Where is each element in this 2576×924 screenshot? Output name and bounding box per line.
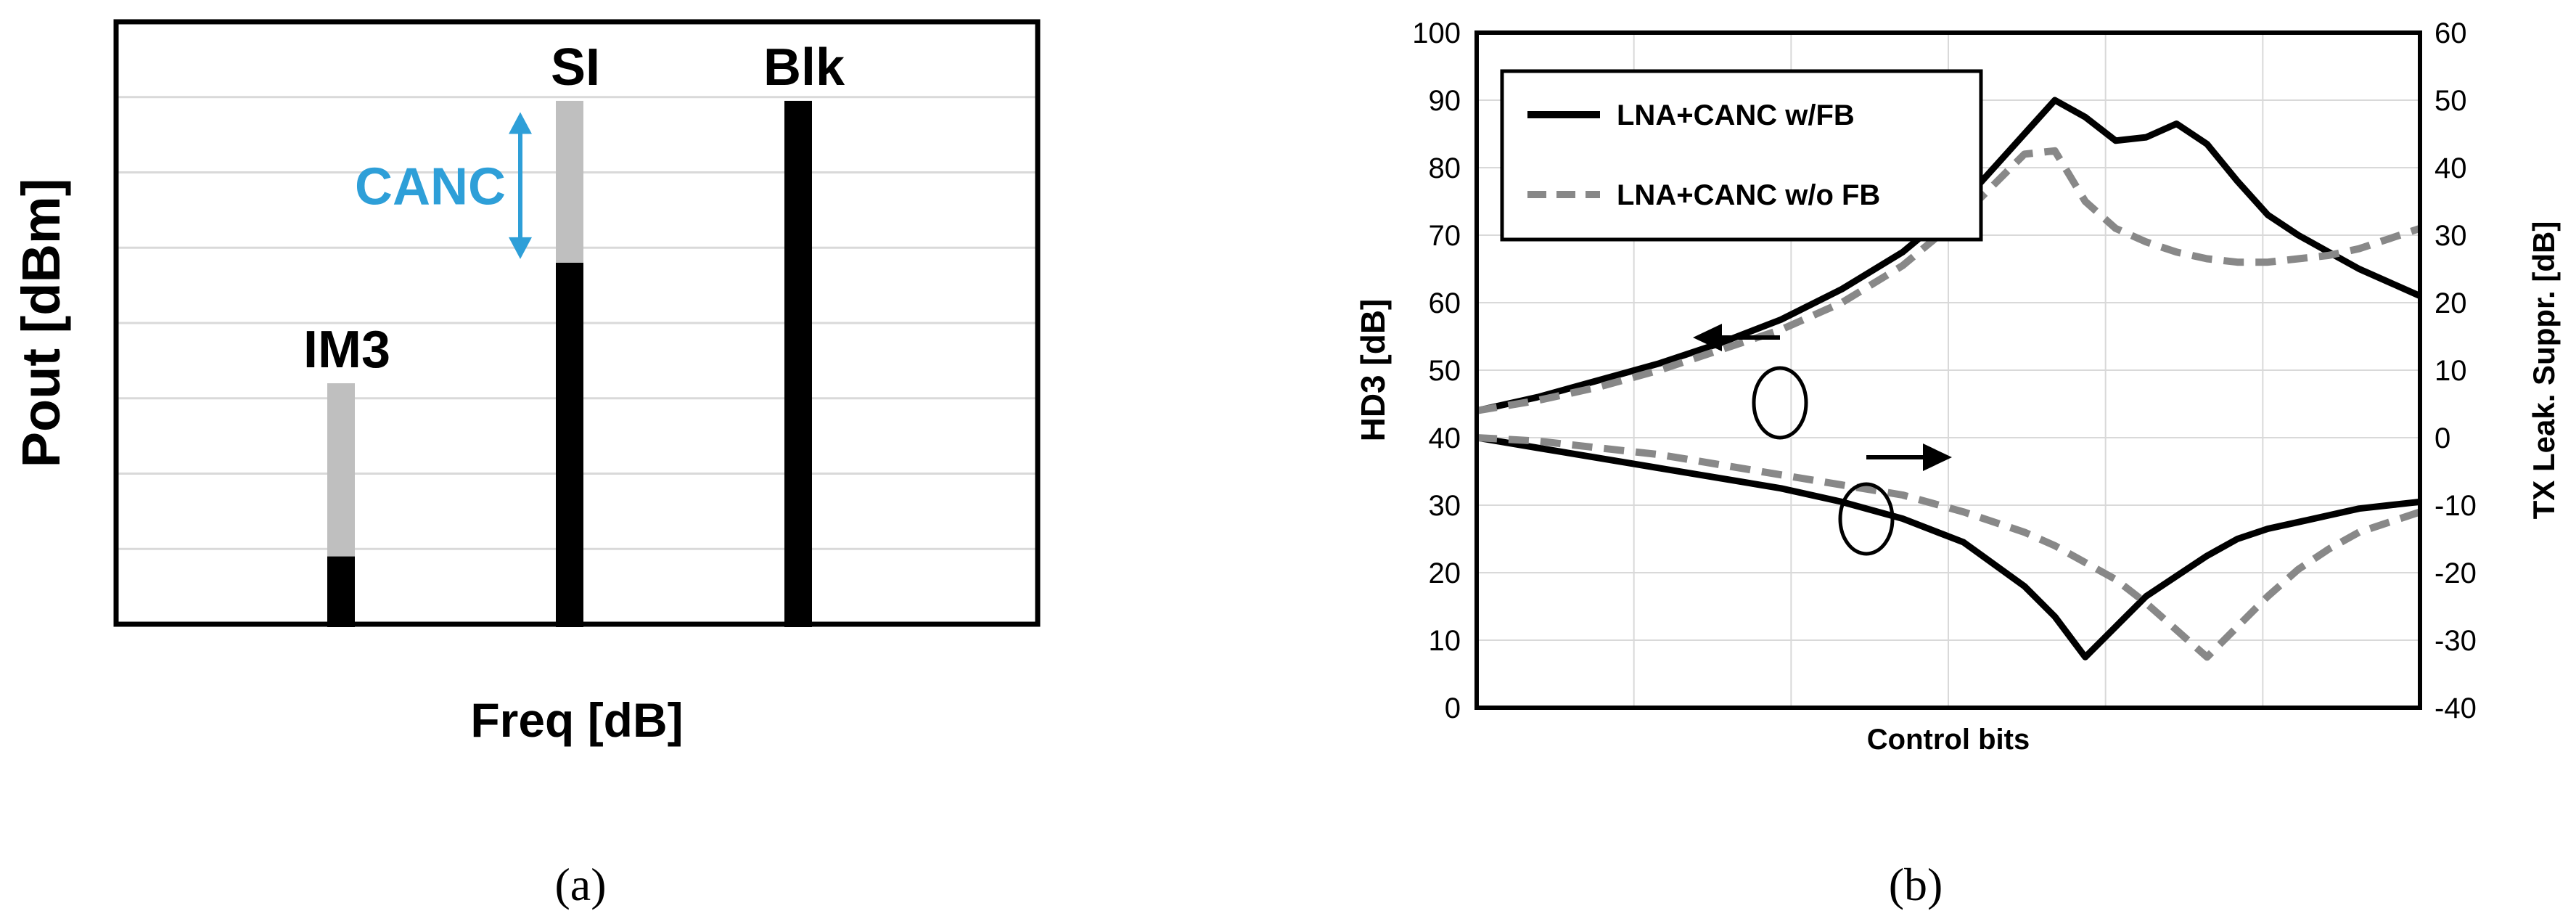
legend-label-wofb: LNA+CANC w/o FB: [1617, 179, 1880, 211]
bar-label-im3: IM3: [303, 321, 390, 379]
y2-tick-label: 0: [2435, 422, 2450, 454]
panel-a-bars: [327, 100, 812, 627]
y-tick-label: 20: [1429, 557, 1461, 589]
bar-label-blk: Blk: [763, 38, 845, 97]
panel-a-x-axis-label: Freq [dB]: [470, 693, 683, 747]
legend-label-wfb: LNA+CANC w/FB: [1617, 99, 1855, 131]
y2-tick-label: -30: [2435, 625, 2477, 657]
y2-tick-label: 10: [2435, 355, 2467, 387]
bar-si-lower: [556, 263, 583, 627]
y-tick-label: 50: [1429, 355, 1461, 387]
y2-tick-label: 20: [2435, 287, 2467, 319]
legend-box: [1500, 69, 1983, 242]
panel-b-series: [1477, 97, 2420, 661]
panel-b-caption: (b): [1889, 859, 1943, 910]
panel-b-x-axis-label: Control bits: [1867, 724, 2030, 756]
y2-tick-label: -40: [2435, 692, 2477, 724]
panel-b-plot-frame: [1474, 30, 2422, 710]
y-tick-label: 100: [1412, 17, 1461, 49]
y-tick-label: 30: [1429, 490, 1461, 522]
panel-a-y-axis-label: Pout [dBm]: [11, 179, 71, 468]
panel-b-line-chart: 0 10 20 30 40 50 60 70 80 90 100 -40 -30 -20 -10 0 10 20…: [1354, 17, 2561, 910]
y-tick-label: 60: [1429, 287, 1461, 319]
y-tick-label: 40: [1429, 422, 1461, 454]
y-tick-label: 10: [1429, 625, 1461, 657]
panel-a-canc-annotation: CANC: [355, 112, 532, 259]
bar-im3-lower: [327, 556, 355, 627]
series-line-wfb-right: [1477, 434, 2420, 661]
panel-a-plot-frame: [113, 19, 1041, 627]
y-tick-label: 90: [1429, 85, 1461, 117]
panel-b-legend: LNA+CANC w/FB LNA+CANC w/o FB: [1500, 69, 1983, 242]
arrow-up-icon: [509, 112, 532, 134]
y2-tick-label: 60: [2435, 17, 2467, 49]
y2-tick-label: -20: [2435, 557, 2477, 589]
y2-tick-label: 30: [2435, 220, 2467, 252]
bar-label-si: SI: [551, 38, 600, 97]
y-tick-label: 70: [1429, 220, 1461, 252]
arrow-down-icon: [509, 237, 532, 259]
y-tick-label: 0: [1445, 692, 1461, 724]
y-tick-label: 80: [1429, 152, 1461, 184]
series-line-wfb-left: [1477, 97, 2420, 414]
panel-a-bar-chart: IM3 SI Blk CANC Freq [dB] Pout [dBm] (a): [11, 19, 1041, 910]
panel-a-caption: (a): [554, 859, 606, 910]
canc-label: CANC: [355, 158, 506, 216]
left-arrow-icon: [1693, 324, 1722, 351]
right-axis-indicator: [1838, 443, 1952, 556]
panel-a-category-labels: IM3 SI Blk: [303, 38, 845, 379]
right-axis-indicator-ellipse: [1838, 482, 1895, 556]
y2-tick-label: -10: [2435, 490, 2477, 522]
panel-b-y-axis-label: HD3 [dB]: [1354, 299, 1392, 442]
panel-b-left-tick-labels: 0 10 20 30 40 50 60 70 80 90 100: [1412, 17, 1461, 724]
y2-tick-label: 40: [2435, 152, 2467, 184]
right-arrow-icon: [1923, 443, 1952, 471]
series-line-wofb-right: [1477, 434, 2420, 661]
panel-b-right-tick-labels: -40 -30 -20 -10 0 10 20 30 40 50 60: [2435, 17, 2477, 724]
series-line-wofb-left: [1477, 147, 2420, 414]
y2-tick-label: 50: [2435, 85, 2467, 117]
bar-blk-lower: [784, 100, 812, 627]
left-axis-indicator-ellipse: [1752, 366, 1808, 440]
left-axis-indicator: [1693, 324, 1808, 440]
panel-b-y2-axis-label: TX Leak. Suppr. [dB]: [2527, 221, 2561, 520]
